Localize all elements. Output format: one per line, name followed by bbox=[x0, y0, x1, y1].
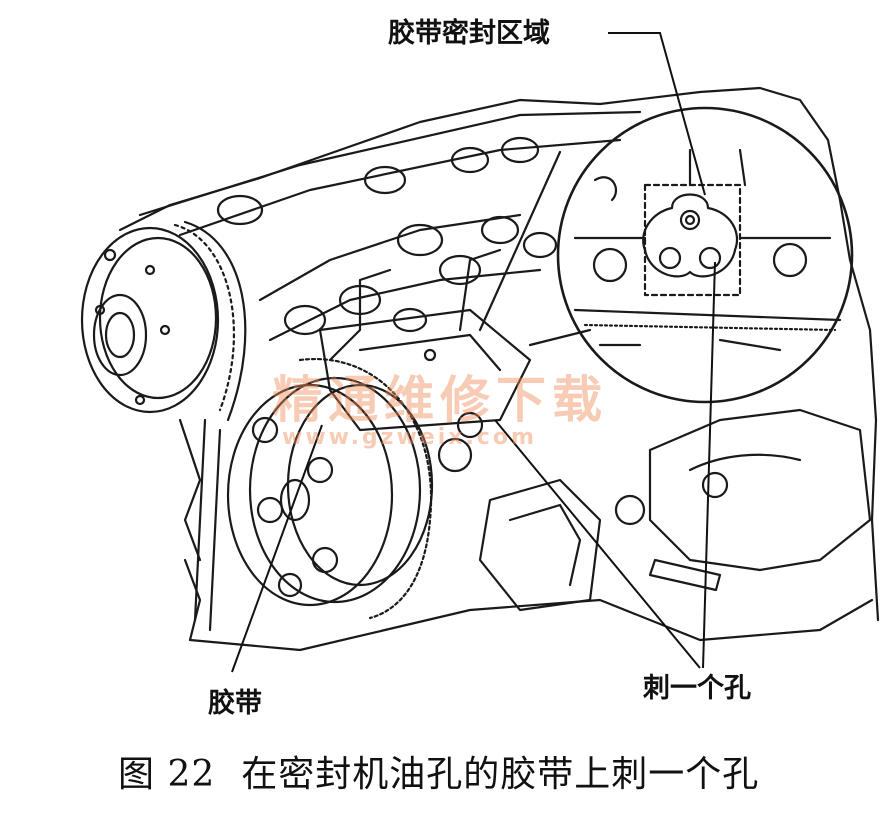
leader-pierce-1 bbox=[702, 261, 716, 669]
detail-connector bbox=[478, 150, 562, 332]
leader-pierce-2 bbox=[494, 419, 701, 669]
detail-connector-2 bbox=[528, 328, 592, 347]
engine-right-casting bbox=[648, 408, 872, 572]
caption-text: 在密封机油孔的胶带上刺一个孔 bbox=[241, 754, 760, 795]
engine-top-edge-2 bbox=[178, 138, 622, 237]
cam-ridge-2 bbox=[268, 268, 542, 342]
cam-ridge-4 bbox=[458, 248, 502, 332]
tape-seal-plate bbox=[318, 308, 532, 432]
oil-hole bbox=[423, 348, 437, 362]
boss-lower-2 bbox=[456, 411, 484, 439]
engine-right-slot bbox=[648, 558, 722, 592]
engine-right-hole bbox=[614, 494, 646, 526]
engine-right-hole-2 bbox=[701, 471, 729, 499]
engine-top-edge bbox=[138, 110, 642, 217]
caption-number: 图 22 bbox=[118, 754, 216, 795]
lower-bracket bbox=[478, 478, 602, 612]
detail-contents bbox=[573, 148, 842, 352]
figure-caption: 图 22 在密封机油孔的胶带上刺一个孔 bbox=[118, 757, 759, 793]
leader-seal-area bbox=[608, 32, 706, 196]
cam-ridge-3 bbox=[328, 268, 392, 362]
engine-right-casting-detail bbox=[688, 453, 802, 472]
cam-bosses bbox=[216, 136, 558, 336]
engine-block-outline bbox=[118, 86, 880, 622]
leader-belt bbox=[231, 424, 323, 673]
tube-left-2 bbox=[208, 428, 222, 632]
label-pierce-hole: 刺一个孔 bbox=[643, 673, 751, 704]
engine-side-edge bbox=[178, 418, 202, 562]
lower-sprocket bbox=[226, 357, 434, 620]
label-seal-area: 胶带密封区域 bbox=[388, 18, 550, 49]
upper-sprocket bbox=[80, 220, 247, 422]
label-belt: 胶带 bbox=[208, 688, 262, 719]
engine-lower-edge bbox=[183, 558, 874, 652]
cam-ridge bbox=[258, 213, 522, 302]
tube-left bbox=[193, 418, 207, 622]
lower-bracket-inner bbox=[508, 503, 582, 587]
tape-seal-plate-face bbox=[358, 333, 502, 372]
boss-lower bbox=[437, 437, 473, 473]
detail-circle bbox=[556, 106, 854, 404]
